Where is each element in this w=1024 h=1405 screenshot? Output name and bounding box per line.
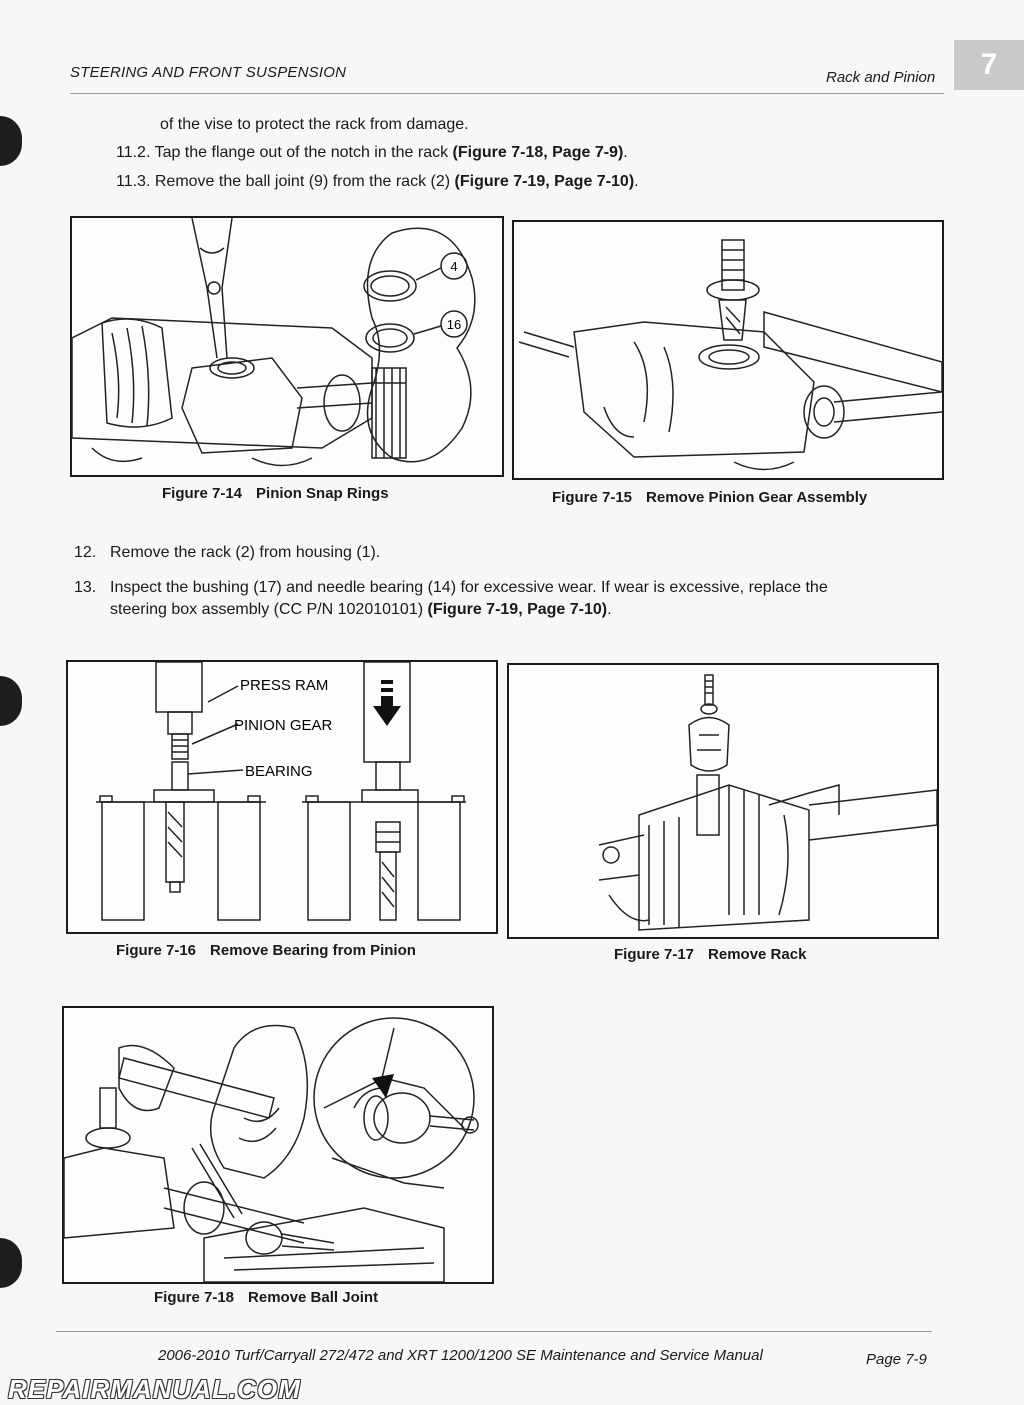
footer-page-number: Page 7-9 — [866, 1351, 927, 1368]
chapter-tab: 7 — [954, 40, 1024, 90]
figure-title: Remove Ball Joint — [248, 1289, 379, 1306]
remove-ball-joint-drawing — [64, 1017, 479, 1282]
running-header-section: STEERING AND FRONT SUSPENSION — [70, 64, 347, 81]
step-text: Inspect the bushing (17) and needle bear… — [110, 579, 828, 596]
figure-number: Figure 7-18 — [154, 1289, 235, 1306]
figure-7-18-caption: Figure 7-18 Remove Ball Joint — [154, 1289, 378, 1306]
pinion-snap-rings-drawing: 4 16 — [72, 218, 476, 467]
figure-reference: (Figure 7-19, Page 7-10) — [454, 173, 635, 190]
figure-title: Pinion Snap Rings — [256, 485, 389, 502]
figure-7-15-illustration — [512, 220, 944, 480]
callout-16: 16 — [447, 317, 461, 332]
watermark: REPAIRMANUAL.COM — [8, 1374, 301, 1404]
callout-4: 4 — [450, 259, 457, 274]
figure-number: Figure 7-14 — [162, 485, 243, 502]
step-text: of the vise to protect the rack from dam… — [160, 116, 469, 133]
step-11-2: 11.2. Tap the flange out of the notch in… — [116, 144, 628, 161]
step-number: 13. — [74, 579, 97, 596]
figure-title: Remove Rack — [708, 946, 807, 963]
step-text: Remove the ball joint (9) from the rack … — [154, 173, 455, 190]
press-ram-label: PRESS RAM — [240, 677, 328, 694]
figure-number: Figure 7-16 — [116, 942, 197, 959]
step-12: 12. Remove the rack (2) from housing (1). — [74, 543, 380, 563]
figure-title: Remove Bearing from Pinion — [210, 942, 416, 959]
pinion-gear-label: PINION GEAR — [234, 717, 333, 734]
figure-7-18-illustration — [62, 1006, 494, 1284]
remove-bearing-drawing: PRESS RAM PINION GEAR BEARING — [96, 662, 466, 921]
figure-7-14-caption: Figure 7-14 Pinion Snap Rings — [162, 485, 389, 502]
remove-rack-drawing — [598, 674, 937, 931]
figure-7-14-illustration: 4 16 — [70, 216, 504, 477]
header-rule — [70, 93, 944, 94]
step-number: 11.3. — [116, 173, 151, 190]
step-text: Remove the rack (2) from housing (1). — [110, 544, 381, 561]
bearing-label: BEARING — [245, 763, 313, 780]
step-text: steering box assembly (CC P/N 102010101) — [110, 601, 428, 618]
figure-7-15-caption: Figure 7-15 Remove Pinion Gear Assembly — [552, 489, 867, 506]
figure-7-17-illustration — [507, 663, 939, 939]
figure-7-16-illustration: PRESS RAM PINION GEAR BEARING — [66, 660, 498, 934]
figure-reference: (Figure 7-18, Page 7-9) — [452, 144, 624, 161]
step-13: 13. Inspect the bushing (17) and needle b… — [74, 579, 828, 618]
step-11-3: 11.3. Remove the ball joint (9) from the… — [116, 173, 639, 190]
binder-hole — [0, 676, 22, 726]
figure-7-16-caption: Figure 7-16 Remove Bearing from Pinion — [116, 942, 416, 959]
remove-pinion-gear-drawing — [518, 239, 942, 471]
footer-rule — [56, 1331, 932, 1332]
figure-7-17-caption: Figure 7-17 Remove Rack — [614, 946, 806, 963]
figure-number: Figure 7-17 — [614, 946, 695, 963]
figure-reference: (Figure 7-19, Page 7-10) — [427, 601, 608, 618]
step-number: 12. — [74, 544, 97, 561]
step-text: Tap the flange out of the notch in the r… — [154, 144, 453, 161]
figure-number: Figure 7-15 — [552, 489, 633, 506]
binder-hole — [0, 1238, 22, 1288]
footer-manual-title: 2006-2010 Turf/Carryall 272/472 and XRT … — [158, 1347, 763, 1364]
figure-title: Remove Pinion Gear Assembly — [646, 489, 868, 506]
step-number: 11.2. — [116, 144, 151, 161]
step-continuation: of the vise to protect the rack from dam… — [160, 115, 469, 135]
binder-hole — [0, 116, 22, 166]
running-header-topic: Rack and Pinion — [826, 69, 936, 86]
